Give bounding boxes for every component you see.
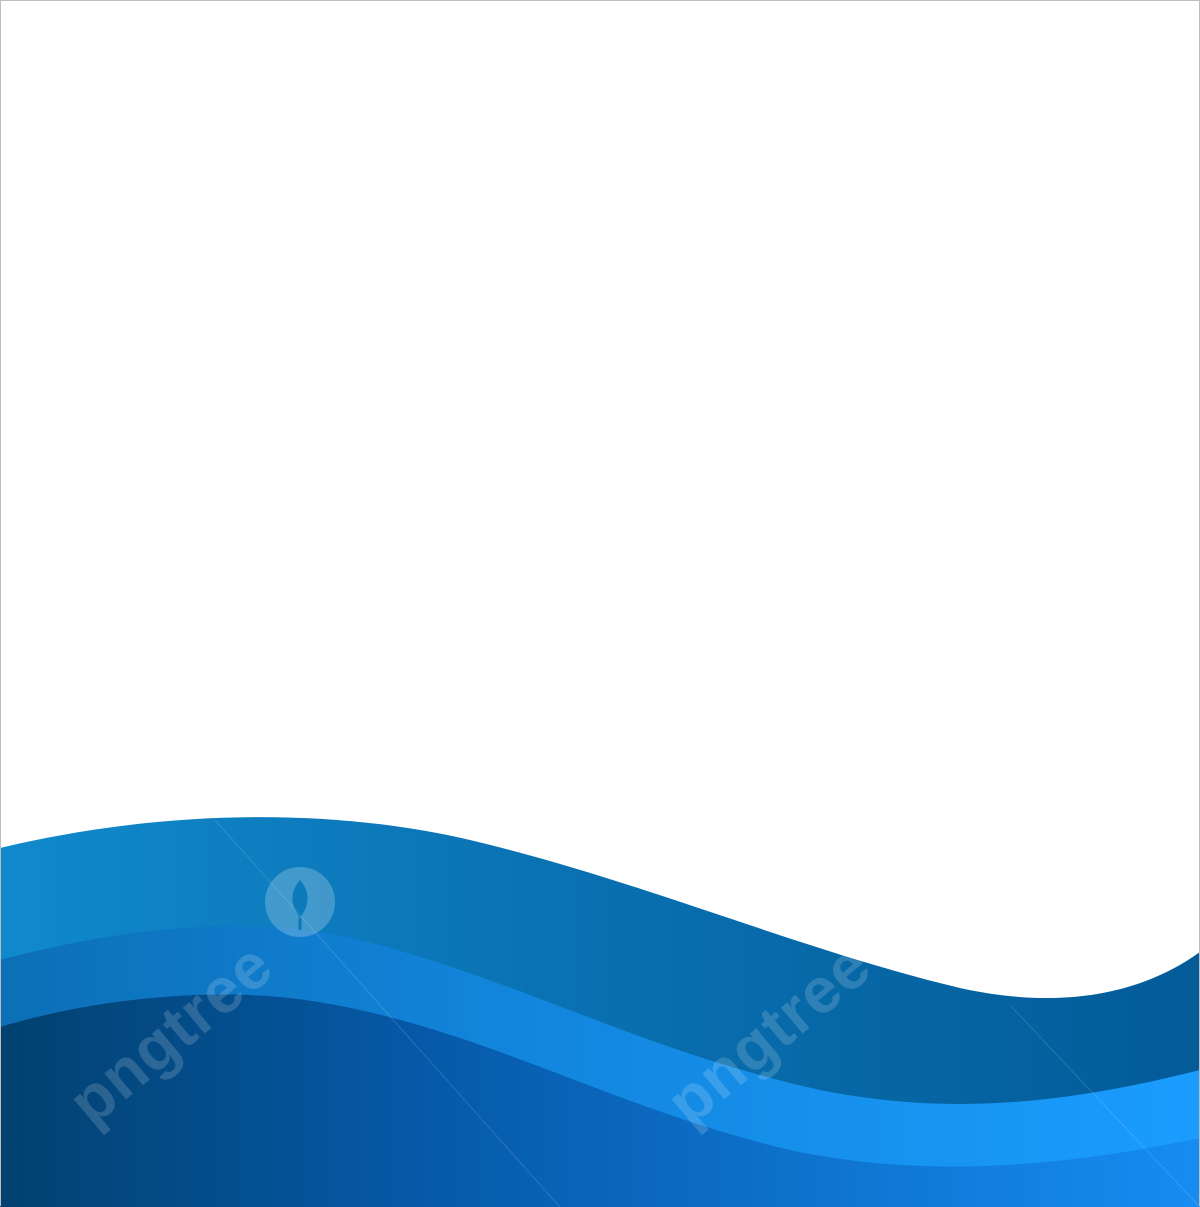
wave-band-bottom [0, 994, 1200, 1207]
watermark-lines [214, 819, 1200, 1207]
pngtree-leaf-logo-icon [265, 867, 335, 937]
